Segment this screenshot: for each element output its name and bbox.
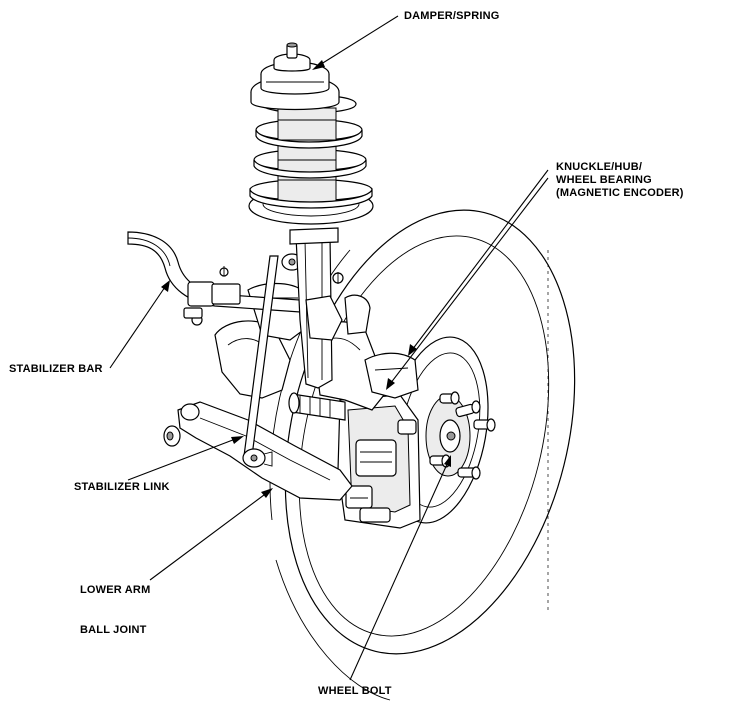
label-wheel-bolt: WHEEL BOLT (318, 685, 392, 697)
brake-caliper (337, 394, 421, 529)
label-ball-joint: BALL JOINT (80, 624, 147, 636)
leader-wheel-bolt (349, 461, 449, 681)
drive-shaft (288, 392, 346, 421)
labels: DAMPER/SPRING KNUCKLE/HUB/ WHEEL BEARING… (9, 10, 684, 697)
leader-lower-arm (149, 491, 269, 581)
wheel-bolts (429, 391, 496, 480)
label-damper-spring: DAMPER/SPRING (404, 10, 500, 22)
leader-hub (389, 177, 549, 385)
leader-stabilizer-link (127, 437, 239, 481)
label-knuckle-line2: WHEEL BEARING (556, 174, 652, 186)
leader-stabilizer-bar (109, 286, 166, 369)
knuckle (311, 294, 419, 411)
label-stabilizer-link: STABILIZER LINK (74, 481, 170, 493)
arrow-head (231, 436, 244, 444)
arrow-head (161, 280, 170, 292)
label-stabilizer-bar: STABILIZER BAR (9, 363, 103, 375)
wheel-bolt (439, 391, 460, 405)
top-mount (250, 42, 340, 111)
strut-body (289, 227, 344, 389)
arrow-head (261, 488, 273, 498)
arrow-head (444, 455, 451, 467)
stabilizer-link (242, 253, 307, 468)
leader-knuckle (411, 169, 549, 351)
coil-spring (248, 94, 374, 225)
leader-lines (109, 15, 549, 681)
arrow-head (386, 378, 395, 390)
lower-arm (163, 401, 353, 501)
arrow-head (312, 60, 325, 70)
label-knuckle-line1: KNUCKLE/HUB/ (556, 161, 642, 173)
label-knuckle-line3: (MAGNETIC ENCODER) (556, 187, 684, 199)
wheel-bolt (455, 400, 481, 418)
arrow-head (408, 344, 417, 356)
label-lower-arm: LOWER ARM (80, 584, 150, 596)
wheel-bolt (473, 418, 496, 432)
wheel-bolt (457, 466, 481, 480)
leader-damper-spring (317, 15, 399, 67)
